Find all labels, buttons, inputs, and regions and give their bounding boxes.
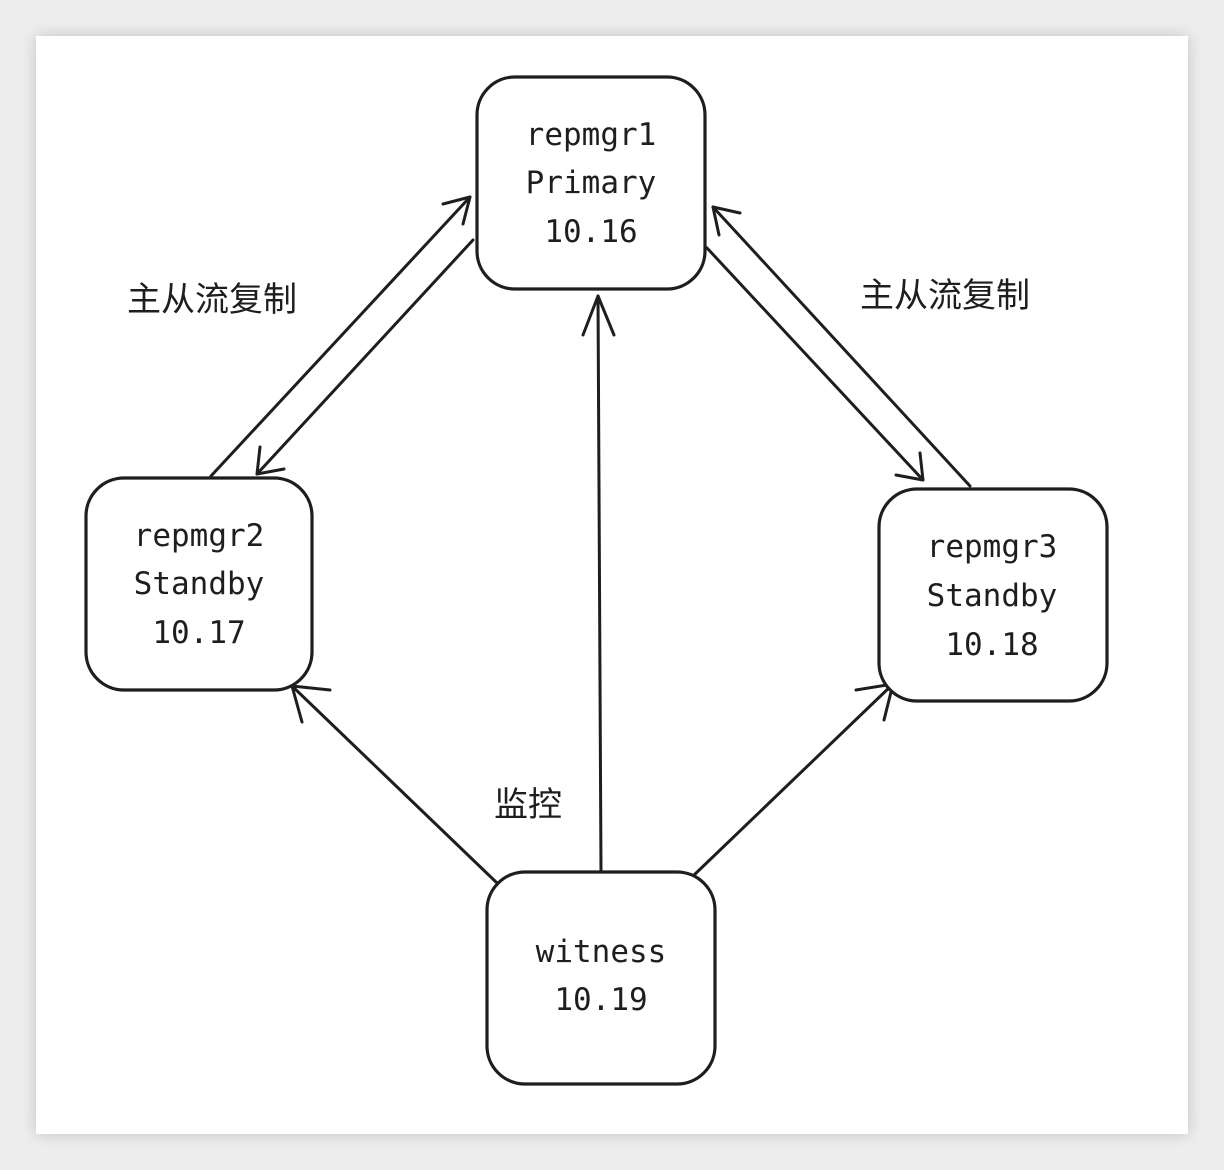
node-repmgr2-role: Standby [134, 566, 265, 602]
node-repmgr3[interactable]: repmgr3 Standby 10.18 [877, 487, 1109, 703]
node-repmgr2-box [84, 476, 314, 692]
node-repmgr1-ip: 10.16 [544, 214, 637, 250]
node-repmgr2[interactable]: repmgr2 Standby 10.17 [84, 476, 314, 692]
node-repmgr3-ip: 10.18 [945, 627, 1038, 663]
node-repmgr1-name: repmgr1 [526, 117, 657, 153]
node-repmgr3-name: repmgr3 [927, 529, 1058, 565]
edge-witness-to-repmgr1 [581, 294, 616, 874]
edge-repmgr3-to-repmgr1 [711, 205, 972, 488]
node-witness[interactable]: witness 10.19 [485, 870, 717, 1086]
edge-label-right-replication: 主从流复制 [860, 276, 1030, 316]
node-repmgr3-role: Standby [927, 578, 1058, 614]
edge-witness-to-repmgr3 [691, 682, 895, 878]
node-repmgr2-name: repmgr2 [134, 518, 265, 554]
node-witness-ip: 10.19 [554, 982, 647, 1018]
edge-label-monitor: 监控 [494, 785, 562, 825]
node-witness-box [485, 870, 717, 1086]
edge-repmgr1-to-repmgr2 [255, 238, 475, 476]
node-repmgr1-box [475, 75, 707, 291]
node-witness-name: witness [536, 934, 667, 970]
edge-repmgr2-to-repmgr1 [209, 195, 472, 478]
edge-label-left-replication: 主从流复制 [127, 280, 297, 320]
edge-repmgr1-to-repmgr3 [705, 246, 925, 482]
node-repmgr1-role: Primary [526, 165, 657, 201]
node-repmgr2-ip: 10.17 [152, 615, 245, 651]
node-repmgr1[interactable]: repmgr1 Primary 10.16 [475, 75, 707, 291]
edge-witness-to-repmgr2 [290, 684, 498, 884]
node-repmgr3-box [877, 487, 1109, 703]
